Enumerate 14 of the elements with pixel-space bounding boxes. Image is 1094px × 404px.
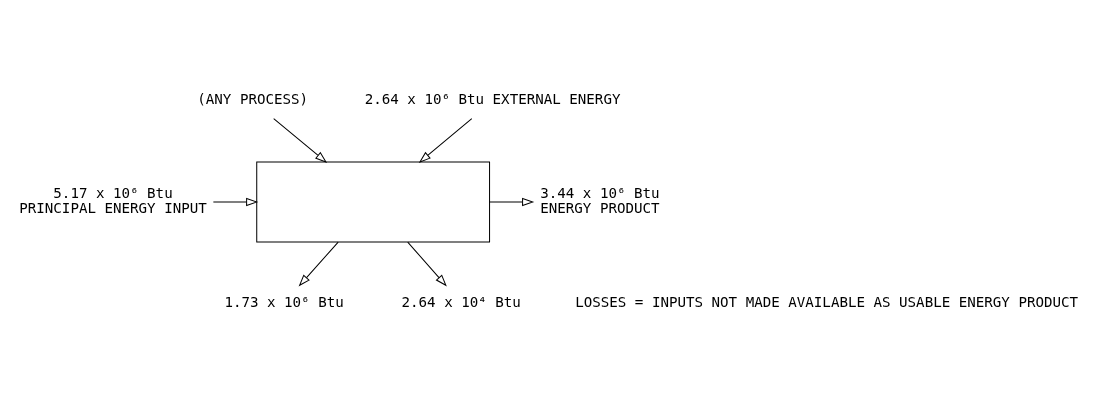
arrow <box>212 197 259 207</box>
arrow <box>407 241 447 287</box>
arrow <box>418 118 473 163</box>
arrow <box>273 118 328 163</box>
node-text: 1.73 x 10⁶ Btu <box>224 294 344 311</box>
label: LOSSES = INPUTS NOT MADE AVAILABLE AS USABLE ENERGY PRODUCT <box>575 294 1079 311</box>
arrow <box>298 241 339 287</box>
node-text: 5.17 x 10⁶ Btu PRINCIPAL ENERGY INPUT <box>19 185 207 217</box>
node-text: 2.64 x 10⁶ Btu EXTERNAL ENERGY <box>364 91 621 108</box>
node-text: 3.44 x 10⁶ Btu ENERGY PRODUCT <box>540 185 660 217</box>
node-text: 2.64 x 10⁴ Btu <box>401 294 521 311</box>
node-box <box>256 161 491 243</box>
node-text: (ANY PROCESS) <box>197 91 309 108</box>
arrow <box>489 197 535 207</box>
